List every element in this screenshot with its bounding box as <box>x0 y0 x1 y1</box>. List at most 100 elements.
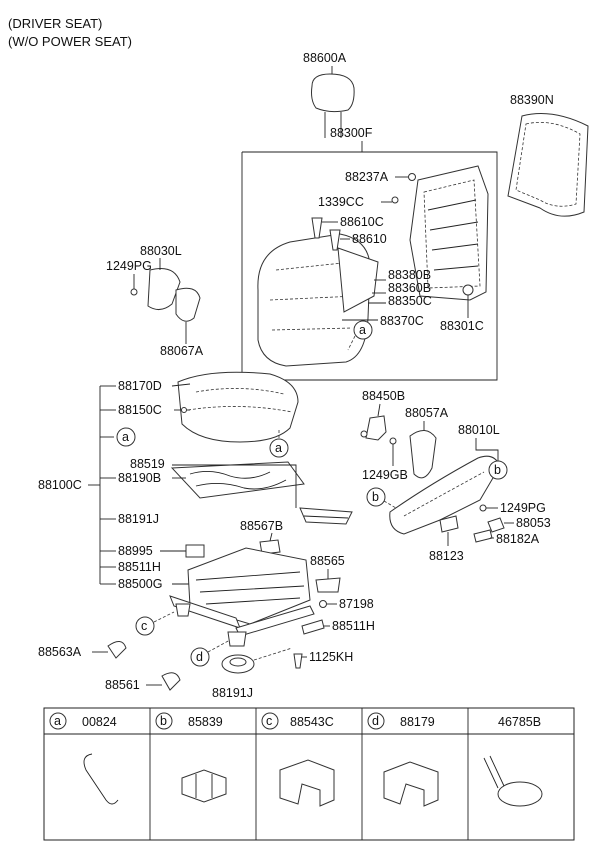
label-88053: 88053 <box>516 516 551 530</box>
callout-c-track <box>135 616 155 636</box>
legend-c-code: 88543C <box>290 715 334 729</box>
legend-b-letter: b <box>160 714 167 728</box>
legend-a-letter: a <box>54 714 61 728</box>
label-88511H-upper: 88511H <box>118 560 161 574</box>
callout-a-seatback-letter: a <box>359 323 366 337</box>
seatback-frame-drawing <box>409 165 489 301</box>
callout-a-cushion-rear-letter: a <box>275 441 282 455</box>
label-88100C: 88100C <box>38 478 82 492</box>
bolt-1339CC-drawing <box>391 196 399 204</box>
lever-88511H-drawing <box>301 619 325 635</box>
label-88995: 88995 <box>118 544 153 558</box>
label-88237A: 88237A <box>345 170 389 184</box>
belt-guide-88450B-drawing <box>360 415 387 441</box>
legend-b-badge <box>155 712 173 730</box>
label-88610: 88610 <box>352 232 387 246</box>
header-driver-seat: (DRIVER SEAT) <box>8 16 102 31</box>
legend-c-clip-drawing <box>279 759 335 807</box>
guide-88610-drawing <box>329 229 341 251</box>
recliner-cover-88057A-drawing <box>409 430 437 479</box>
label-88380B: 88380B <box>388 268 431 282</box>
label-88561: 88561 <box>105 678 140 692</box>
legend-b-code: 85839 <box>188 715 223 729</box>
seat-track-frame-drawing <box>169 547 315 647</box>
label-1249PG-shield: 1249PG <box>500 501 546 515</box>
label-88519: 88519 <box>130 457 165 471</box>
label-88170D: 88170D <box>118 379 162 393</box>
legend-d-letter: d <box>372 714 379 728</box>
label-88565: 88565 <box>310 554 345 568</box>
label-88390N: 88390N <box>510 93 554 107</box>
legend-b-clip-drawing <box>181 769 227 803</box>
legend-a-badge <box>49 712 67 730</box>
legend-d-badge <box>367 712 385 730</box>
label-87198: 87198 <box>339 597 374 611</box>
guide-88610C-drawing <box>311 217 323 239</box>
legend-c-letter: c <box>266 714 272 728</box>
legend-cable-tie-drawing <box>483 755 543 807</box>
label-88563A: 88563A <box>38 645 82 659</box>
callout-b-shield-top-letter: b <box>494 463 501 477</box>
label-1249GB: 1249GB <box>362 468 408 482</box>
seat-cushion-drawing <box>177 371 299 443</box>
module-88995-drawing <box>185 544 205 558</box>
label-88511H-lower: 88511H <box>332 619 375 633</box>
seatback-rear-panel-drawing <box>507 113 589 217</box>
label-88182A: 88182A <box>496 532 540 546</box>
legend-table <box>43 707 575 841</box>
label-88067A: 88067A <box>160 344 204 358</box>
callout-a-cushion <box>116 427 136 447</box>
header-without-power-seat: (W/O POWER SEAT) <box>8 34 132 49</box>
callout-d-track <box>190 647 210 667</box>
label-88301C: 88301C <box>440 319 484 333</box>
callout-b-shield-front-letter: b <box>372 490 379 504</box>
callout-a-cushion-letter: a <box>122 430 129 444</box>
label-88190B: 88190B <box>118 471 161 485</box>
bolt-87198-drawing <box>319 600 327 608</box>
callout-d-track-letter: d <box>196 650 203 664</box>
headrest-drawing <box>311 73 355 138</box>
seatback-cushion-drawing <box>257 233 379 367</box>
label-88123: 88123 <box>429 549 464 563</box>
callout-b-shield-top <box>488 460 508 480</box>
legend-c-badge <box>261 712 279 730</box>
label-88057A: 88057A <box>405 406 449 420</box>
label-88600A: 88600A <box>303 51 347 65</box>
recliner-cover-drawing <box>130 268 201 322</box>
legend-a-code: 00824 <box>82 715 117 729</box>
label-88191J-lower: 88191J <box>212 686 253 700</box>
label-88370C: 88370C <box>380 314 424 328</box>
cover-88182A-drawing <box>473 529 493 543</box>
clip-88561-drawing <box>161 672 181 691</box>
height-adjuster-88191J-drawing <box>221 654 255 674</box>
clip-88563A-drawing <box>107 641 127 659</box>
label-88191J-upper: 88191J <box>118 512 159 526</box>
label-88610C: 88610C <box>340 215 384 229</box>
legend-d-code: 88179 <box>400 715 435 729</box>
label-88010L: 88010L <box>458 423 500 437</box>
label-88450B: 88450B <box>362 389 405 403</box>
label-88500G: 88500G <box>118 577 162 591</box>
seat-springs-drawing <box>170 461 353 525</box>
bolt-1125KH-drawing <box>293 653 303 669</box>
knob-88053-drawing <box>487 517 505 533</box>
label-1339CC: 1339CC <box>318 195 364 209</box>
bracket-88567B-drawing <box>259 539 281 555</box>
callout-a-cushion-rear <box>269 438 289 458</box>
label-88567B: 88567B <box>240 519 283 533</box>
side-shield-88010L-drawing <box>389 455 501 535</box>
label-88300F: 88300F <box>330 126 373 140</box>
callout-a-seatback <box>353 320 373 340</box>
cover-88565-drawing <box>315 577 341 593</box>
cover-88123-drawing <box>439 515 459 533</box>
legend-e-code: 46785B <box>498 715 541 729</box>
label-88350C: 88350C <box>388 294 432 308</box>
nut-88237A-drawing <box>408 173 416 181</box>
callout-b-shield-front <box>366 487 386 507</box>
label-1249PG-recliner: 1249PG <box>106 259 152 273</box>
legend-d-clip-drawing <box>383 761 439 807</box>
label-88360B: 88360B <box>388 281 431 295</box>
legend-a-wire-clip-drawing <box>83 753 119 805</box>
